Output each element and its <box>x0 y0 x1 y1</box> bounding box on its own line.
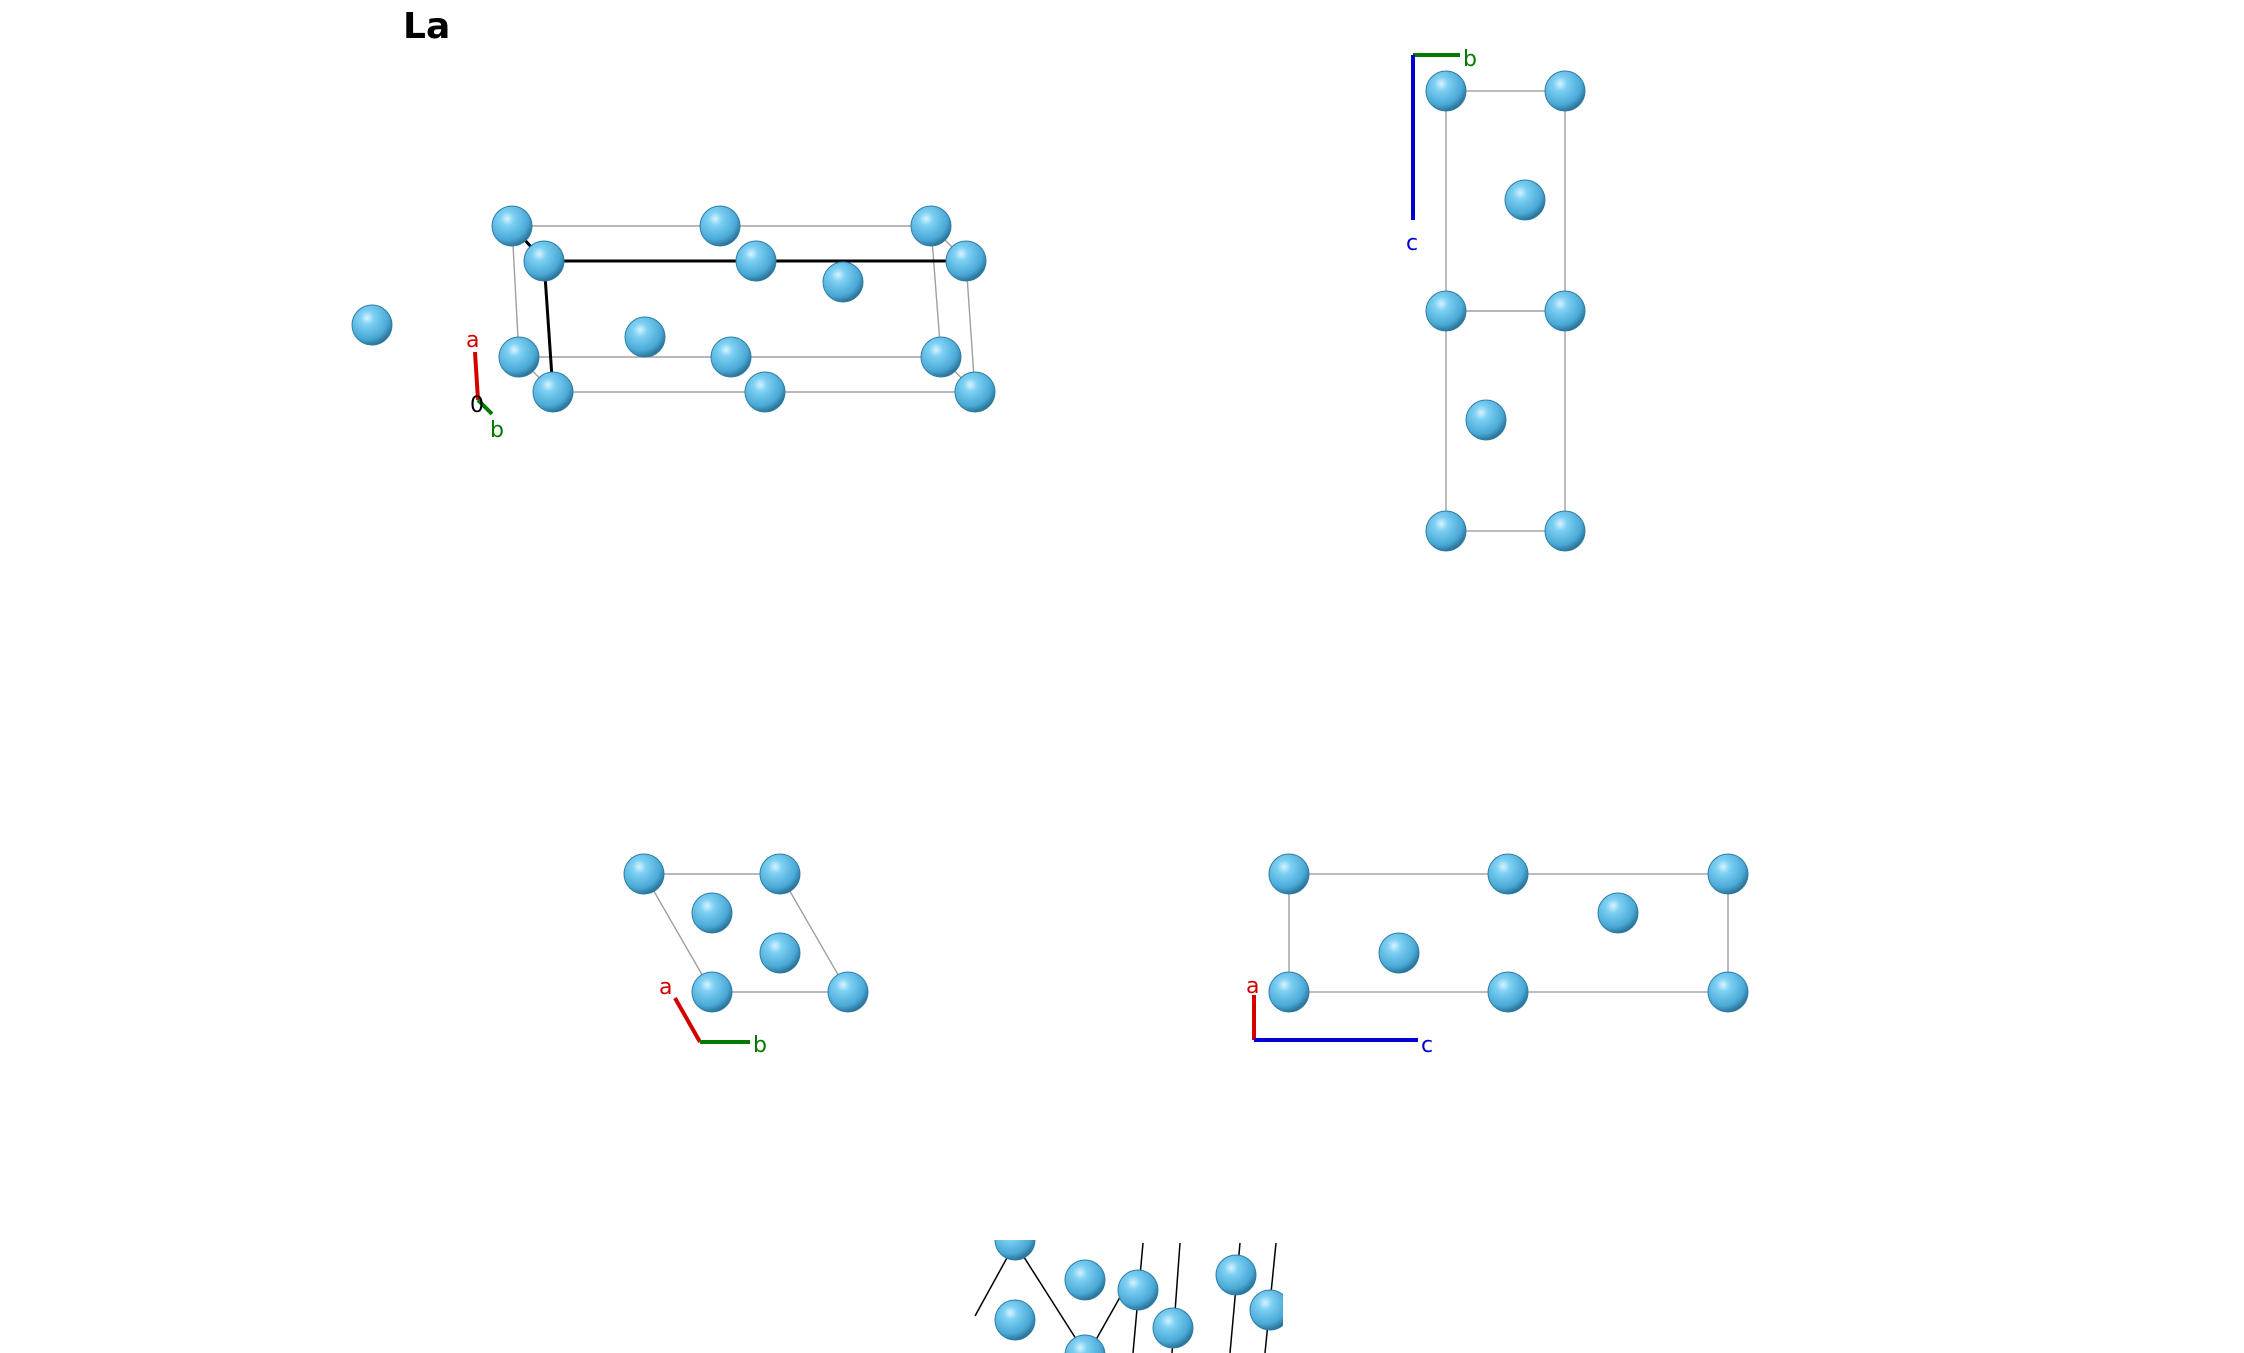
la-atom <box>1425 70 1467 112</box>
la-atom <box>1707 971 1749 1013</box>
la-atom <box>1378 932 1420 974</box>
la-atom <box>532 371 574 413</box>
la-atom <box>1064 1334 1106 1353</box>
axis-label-b: b <box>490 418 504 443</box>
axis-triad-along-b: a c <box>1246 974 1433 1058</box>
view-along-c: a b <box>623 853 869 1058</box>
la-atom <box>920 336 962 378</box>
la-atom <box>1249 1289 1283 1331</box>
axis-label-a: a <box>659 975 672 1000</box>
la-atom <box>827 971 869 1013</box>
la-atom <box>759 932 801 974</box>
la-atom <box>1152 1307 1194 1349</box>
la-atom <box>710 336 752 378</box>
la-atom <box>1487 971 1529 1013</box>
axis-label-a: a <box>466 328 479 353</box>
la-atom <box>498 336 540 378</box>
la-atom <box>1425 510 1467 552</box>
la-atom <box>994 1299 1036 1341</box>
la-atom <box>1215 1254 1257 1296</box>
la-atom <box>945 240 987 282</box>
la-atom <box>1268 853 1310 895</box>
la-atom <box>491 205 533 247</box>
la-atom <box>351 304 393 346</box>
axis-label-c: c <box>1406 231 1418 256</box>
la-atom <box>759 853 801 895</box>
unit-cell-edges <box>642 873 850 993</box>
axis-label-a: a <box>1246 974 1259 999</box>
la-atom <box>1544 70 1586 112</box>
la-atom <box>735 240 777 282</box>
axis-triad-perspective: a b 0 <box>466 328 504 443</box>
la-atom <box>623 853 665 895</box>
axis-label-origin: 0 <box>470 393 484 418</box>
axis-label-c: c <box>1421 1033 1433 1058</box>
la-atom <box>1597 892 1639 934</box>
la-atom <box>523 240 565 282</box>
la-atom <box>624 316 666 358</box>
view-along-b: a c <box>1246 853 1749 1058</box>
la-atom <box>1268 971 1310 1013</box>
la-atom <box>691 892 733 934</box>
axis-triad-along-a: b c <box>1406 47 1477 256</box>
la-atom <box>1465 399 1507 441</box>
la-atom <box>744 371 786 413</box>
la-atom <box>699 205 741 247</box>
view-extended <box>974 1240 1283 1353</box>
la-atom <box>1064 1259 1106 1301</box>
la-atom <box>1117 1269 1159 1311</box>
la-atom <box>691 971 733 1013</box>
axis-label-b: b <box>753 1033 767 1058</box>
la-atom <box>1707 853 1749 895</box>
view-perspective: a b 0 <box>351 205 996 443</box>
la-atom <box>994 1240 1036 1261</box>
axis-triad-along-c: a b <box>659 975 767 1058</box>
la-atom <box>822 261 864 303</box>
la-atom <box>1504 179 1546 221</box>
la-atom <box>1544 290 1586 332</box>
la-atom <box>1425 290 1467 332</box>
la-atom <box>910 205 952 247</box>
view-along-a: b c <box>1406 47 1586 552</box>
la-atom <box>1544 510 1586 552</box>
structure-title: La <box>403 6 451 47</box>
la-atom <box>954 371 996 413</box>
la-atom <box>1487 853 1529 895</box>
axis-label-b: b <box>1463 47 1477 72</box>
